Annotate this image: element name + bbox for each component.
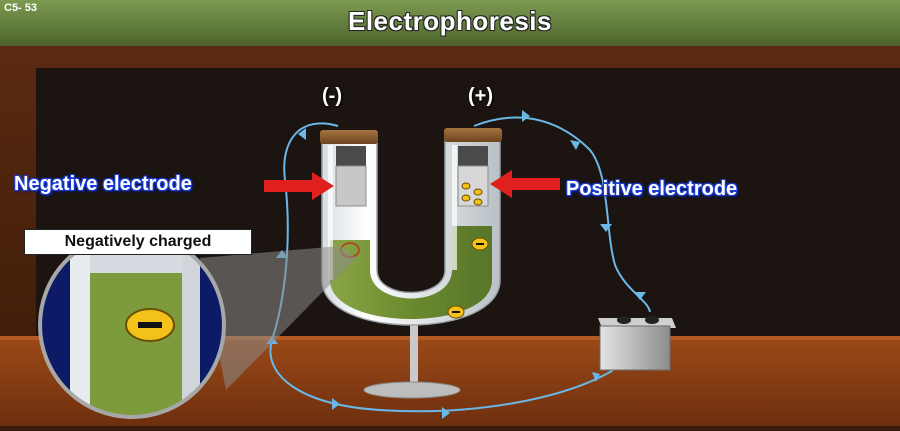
positive-electrode-top: [458, 146, 488, 166]
charged-particle: [471, 237, 489, 251]
cork-left: [320, 130, 378, 144]
table-edge: [0, 336, 900, 340]
battery: [598, 316, 676, 371]
negative-electrode-arrow: [264, 172, 334, 200]
callout-negatively-charged: Negatively charged: [24, 229, 252, 255]
magnifier-beam: [200, 246, 356, 390]
positive-electrode-label: Positive electrode: [566, 178, 738, 200]
negative-polarity-label: (-): [322, 85, 342, 107]
electrode-particles: [461, 182, 483, 206]
slide-code: C5- 53: [4, 2, 38, 14]
negative-electrode-label: Negative electrode: [14, 173, 192, 195]
positive-electrode-arrow: [490, 170, 560, 198]
page-title: Electrophoresis: [347, 6, 552, 36]
glass-highlight-left: [328, 145, 333, 280]
liquid: [330, 226, 492, 319]
positive-polarity-label: (+): [468, 85, 493, 107]
negative-electrode: [335, 165, 367, 207]
stand-rod: [410, 320, 418, 388]
circuit-wire: [269, 116, 651, 413]
magnified-particle: [125, 308, 175, 342]
glass-highlight-right: [452, 145, 457, 270]
stand-base: [363, 381, 461, 399]
title-bar: C5- 53 Electrophoresis: [0, 0, 900, 46]
charged-particle: [447, 305, 465, 319]
negative-electrode-top: [336, 146, 366, 166]
cork-right: [444, 128, 502, 142]
